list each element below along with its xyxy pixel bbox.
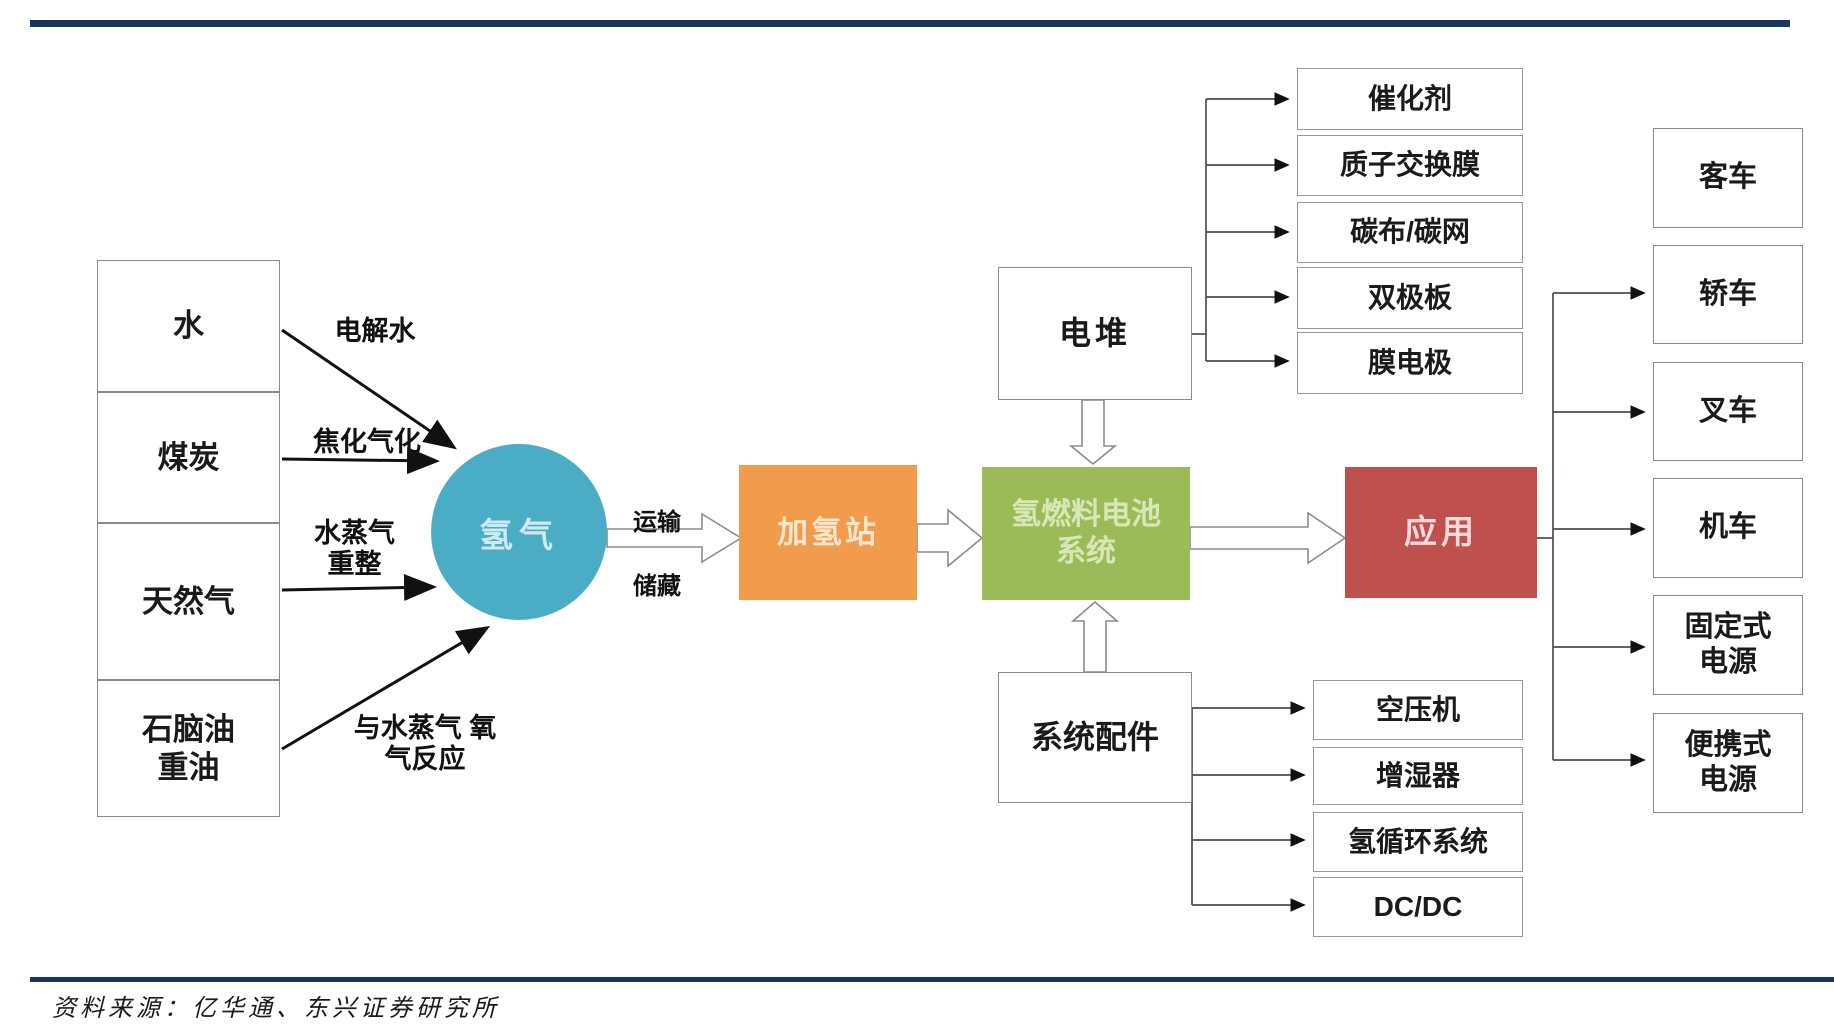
application-portable-power: 便携式 电源: [1653, 713, 1803, 813]
process-label-electrolysis: 电解水: [334, 316, 416, 346]
application-stationary-power: 固定式 电源: [1653, 595, 1803, 695]
bottom-rule-line: [30, 977, 1834, 982]
arrow-stack-to-system: [1068, 399, 1118, 466]
arrow-hydrogen-to-station: [606, 512, 743, 564]
stack-component-pem: 质子交换膜: [1297, 135, 1523, 196]
applications-tree: [1537, 286, 1646, 767]
arrow-system-to-application: [1189, 511, 1347, 565]
source-box-natural-gas: 天然气: [97, 523, 280, 680]
accessory-humidifier: 增湿器: [1313, 747, 1523, 805]
stack-component-mea: 膜电极: [1297, 332, 1523, 394]
hydrogen-node: 氢气: [431, 444, 607, 620]
source-box-water: 水: [97, 260, 280, 392]
top-rule-line: [30, 20, 1790, 27]
accessory-h2-circulation: 氢循环系统: [1313, 812, 1523, 872]
application-bus: 客车: [1653, 128, 1803, 228]
arrow-accessories-to-system: [1070, 600, 1120, 673]
process-label-gasification: 焦化气化: [313, 427, 421, 457]
stack-component-carbon-cloth: 碳布/碳网: [1297, 202, 1523, 263]
application-forklift: 叉车: [1653, 362, 1803, 461]
stack-component-bipolar-plate: 双极板: [1297, 267, 1523, 329]
process-label-steam-oxygen-reaction: 与水蒸气 氧 气反应: [353, 713, 497, 775]
source-box-naphtha: 石脑油 重油: [97, 680, 280, 817]
arrow-station-to-system: [916, 508, 984, 568]
stack-tree: [1192, 92, 1290, 368]
stack-box: 电堆: [998, 267, 1192, 400]
source-arrows: [281, 328, 491, 751]
storage-label: 储藏: [633, 573, 681, 600]
accessories-tree: [1191, 701, 1306, 912]
source-box-coal: 煤炭: [97, 392, 280, 523]
source-note: 资料来源：亿华通、东兴证券研究所: [52, 996, 500, 1022]
accessories-box: 系统配件: [998, 672, 1192, 803]
stack-component-catalyst: 催化剂: [1297, 68, 1523, 130]
application-box: 应用: [1345, 467, 1537, 598]
accessory-air-compressor: 空压机: [1313, 680, 1523, 740]
fuel-cell-system-box: 氢燃料电池 系统: [982, 467, 1190, 600]
transport-label: 运输: [633, 509, 681, 536]
accessory-dcdc: DC/DC: [1313, 877, 1523, 937]
process-label-steam-reforming: 水蒸气 重整: [314, 518, 395, 580]
application-locomotive: 机车: [1653, 478, 1803, 578]
application-sedan: 轿车: [1653, 245, 1803, 344]
refueling-station-box: 加氢站: [739, 465, 917, 600]
hollow-arrows: [606, 399, 1347, 673]
